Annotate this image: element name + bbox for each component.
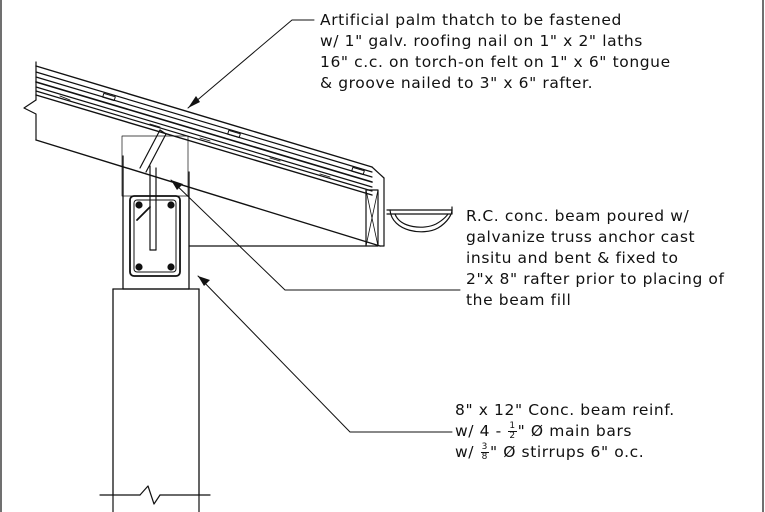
rafter [35,139,385,247]
note-thatch-line-2: w/ 1" galv. roofing nail on 1" x 2" lath… [320,32,643,50]
note-beam-line-3: insitu and bent & fixed to [466,249,679,267]
fraction-numerator: 1 [508,421,517,432]
fraction-denominator: 2 [509,431,516,441]
concrete-beam [122,155,190,290]
note-beam: R.C. conc. beam poured w/ galvanize trus… [466,206,725,311]
break-symbol-left [23,61,37,141]
gutter [386,206,453,233]
note-thatch-line-4: & groove nailed to 3" x 6" rafter. [320,74,594,92]
note-beam-line-5: the beam fill [466,291,572,309]
note-reinf-line-2-prefix: w/ 4 - [455,422,508,440]
leader-lines [170,19,461,433]
fascia-board [365,189,379,247]
fraction-denominator: 8 [481,452,488,462]
note-reinf-line-3-suffix: " Ø stirrups 6" o.c. [489,443,645,461]
fraction-numerator: 3 [480,442,489,453]
column [112,288,200,496]
note-reinf-line-1: 8" x 12" Conc. beam reinf. [455,401,675,419]
note-beam-line-2: galvanize truss anchor cast [466,228,696,246]
leader-arrowheads [171,96,210,286]
note-reinf-line-3-prefix: w/ [455,443,480,461]
note-reinf-line-2-suffix: " Ø main bars [517,422,633,440]
truss-anchor [121,129,189,251]
note-beam-line-1: R.C. conc. beam poured w/ [466,207,690,225]
roof-thatch-layers [35,65,373,196]
note-thatch-line-1: Artificial palm thatch to be fastened [320,11,622,29]
note-beam-line-4: 2"x 8" rafter prior to placing of [466,270,725,288]
note-thatch: Artificial palm thatch to be fastened w/… [320,10,671,94]
break-symbol-bottom [99,485,211,512]
note-thatch-line-3: 16" c.c. on torch-on felt on 1" x 6" ton… [320,53,671,71]
